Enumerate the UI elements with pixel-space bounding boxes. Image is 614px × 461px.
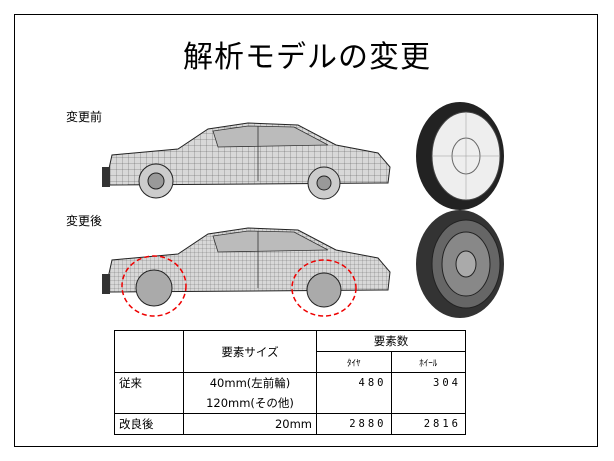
header-element-size: 要素サイズ — [183, 330, 317, 373]
wheel-count: 2816 — [390, 413, 466, 435]
car-mesh-before-image — [102, 122, 391, 200]
size-line1: 20mm — [183, 413, 317, 435]
label-after: 変更後 — [66, 214, 103, 228]
table-row: 従来 40mm(左前輪) 480 304 — [114, 372, 466, 414]
tire-count: 2880 — [316, 413, 392, 435]
tire-mesh-after-image — [416, 210, 504, 318]
car-mesh-after-image — [102, 227, 391, 317]
element-spec-table: 要素サイズ 要素数 ﾀｲﾔ ﾎｲｰﾙ 従来 40mm(左前輪) 480 304 … — [114, 330, 466, 435]
slide-title: 解析モデルの変更 — [183, 40, 431, 75]
size-line2: 120mm(その他) — [183, 393, 317, 414]
row-name: 改良後 — [114, 413, 184, 435]
tire-count: 480 — [316, 372, 392, 393]
table-row: 改良後 20mm 2880 2816 — [114, 413, 466, 435]
row-name: 従来 — [114, 372, 184, 414]
size-line1: 40mm(左前輪) — [183, 372, 317, 393]
header-element-count: 要素数 — [316, 330, 466, 352]
header-wheel: ﾎｲｰﾙ — [390, 351, 466, 373]
label-before: 変更前 — [66, 110, 103, 124]
header-tire: ﾀｲﾔ — [316, 351, 392, 373]
wheel-count: 304 — [390, 372, 466, 393]
tire-mesh-before-image — [416, 102, 504, 210]
